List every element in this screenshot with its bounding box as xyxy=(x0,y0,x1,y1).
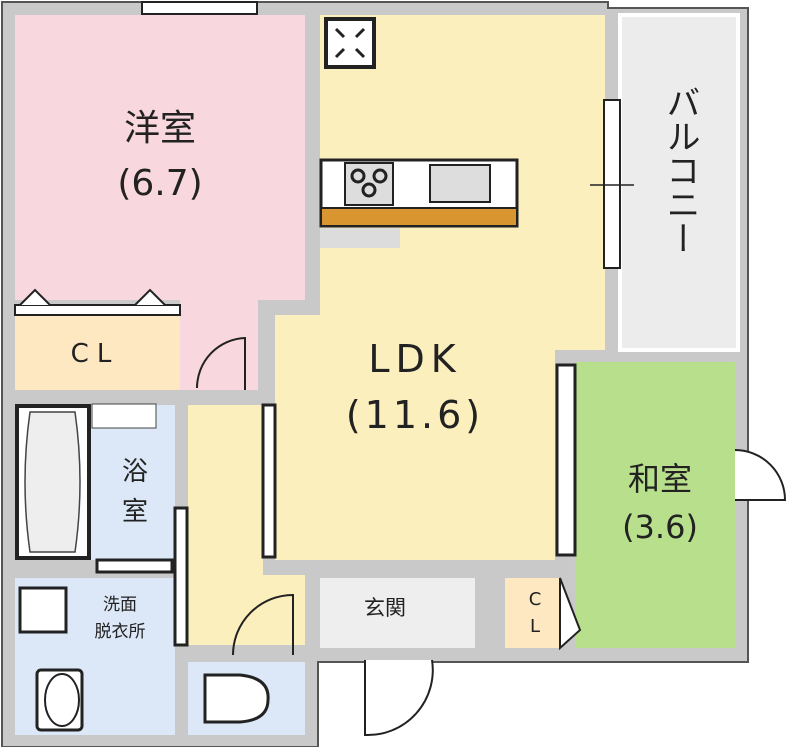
kitchen-wall xyxy=(320,228,400,248)
front-door[interactable] xyxy=(364,659,434,737)
bath-label-2: 室 xyxy=(122,497,148,527)
japanese-room-name: 和室 xyxy=(628,460,692,498)
japanese-room xyxy=(575,362,735,648)
ldk-room xyxy=(275,15,605,560)
hallway xyxy=(188,405,263,645)
closet-small-door[interactable] xyxy=(559,577,582,651)
washroom-label-1: 洗面 xyxy=(103,595,137,615)
closet-main xyxy=(15,315,180,390)
balcony-label: バルコニー xyxy=(660,85,700,255)
closet-small-label-2: L xyxy=(530,616,540,637)
fan-icon xyxy=(334,27,366,59)
western-window[interactable] xyxy=(141,1,258,15)
western-room xyxy=(15,15,305,300)
faucet-icon xyxy=(91,403,157,429)
toilet-door[interactable] xyxy=(232,593,294,656)
western-room-entry xyxy=(180,300,258,390)
bath-label-1: 浴 xyxy=(122,457,148,487)
ldk-size: (11.6) xyxy=(346,393,484,437)
bath-door[interactable] xyxy=(95,558,174,574)
japanese-room-size: (3.6) xyxy=(622,508,698,546)
entrance xyxy=(320,578,475,648)
closet-small xyxy=(505,578,560,648)
window-door[interactable] xyxy=(734,449,787,501)
ldk-sliding-door[interactable] xyxy=(261,403,277,559)
entrance-label: 玄関 xyxy=(364,596,406,620)
washroom-label-2: 脱衣所 xyxy=(95,622,146,642)
counter-top xyxy=(320,207,518,227)
western-room-size: (6.7) xyxy=(117,163,202,204)
range-hood-icon xyxy=(324,17,376,69)
balcony xyxy=(618,13,740,352)
western-door[interactable] xyxy=(195,336,246,390)
balcony-window[interactable] xyxy=(603,99,621,269)
closet-small-label-1: C xyxy=(529,589,542,610)
ldk-name: LDK xyxy=(368,337,461,381)
sliding-door[interactable] xyxy=(555,363,577,557)
closet-door-handle-icon xyxy=(19,288,166,306)
toilet-icon xyxy=(203,673,270,724)
western-room-name: 洋室 xyxy=(124,108,196,149)
closet-main-label: CL xyxy=(71,339,120,369)
washing-machine-icon xyxy=(18,586,68,634)
closet-door[interactable] xyxy=(14,304,181,316)
sink-icon xyxy=(429,164,491,203)
washroom-sliding-door[interactable] xyxy=(173,506,189,647)
hallway-corner xyxy=(263,575,305,645)
